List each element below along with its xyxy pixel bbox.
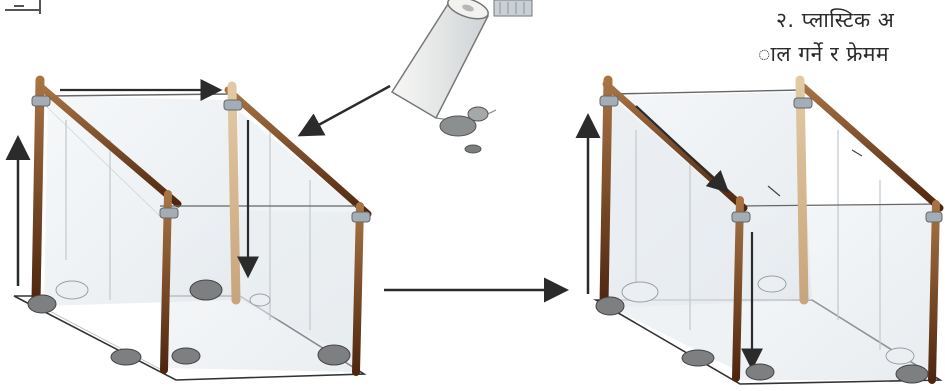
right-frame: [588, 80, 942, 384]
roll-icon: [392, 0, 532, 120]
arrow-icon: [302, 86, 390, 134]
corner-sketch: [5, 0, 40, 14]
caption-line-2: ाल गर्ने र फ्रेमम: [758, 40, 889, 68]
rock-icon: [440, 107, 488, 153]
caption-line-1: २. प्लास्टिक अ: [776, 6, 894, 34]
